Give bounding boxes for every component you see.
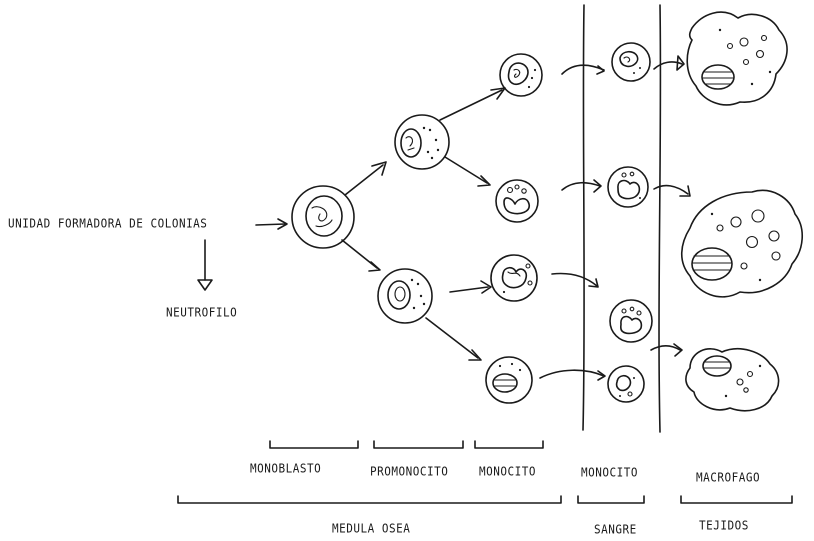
label-neutrofilo: NEUTROFILO bbox=[166, 305, 238, 320]
promonocyte-cell-top bbox=[394, 114, 450, 170]
monocyte-cell-blood-3 bbox=[609, 299, 653, 343]
arrow-promono-top-to-mono-2 bbox=[444, 156, 491, 187]
promonocyte-cell-bottom bbox=[377, 268, 433, 324]
monocyte-cell-marrow-4 bbox=[485, 356, 533, 404]
arrow-marrow-to-blood-4 bbox=[539, 369, 606, 381]
bracket-macrofago bbox=[680, 495, 793, 504]
monocyte-cell-blood-4 bbox=[607, 365, 645, 403]
arrow-marrow-to-blood-2 bbox=[561, 179, 602, 193]
label-tejidos: TEJIDOS bbox=[699, 518, 749, 533]
arrow-promono-top-to-mono-1 bbox=[439, 87, 506, 121]
macrophage-cell-2 bbox=[680, 189, 803, 298]
bracket-medula-osea bbox=[177, 495, 562, 504]
arrow-ufc-to-neutrofilo bbox=[197, 239, 213, 291]
monocyte-cell-marrow-2 bbox=[495, 179, 539, 223]
vessel-wall-left bbox=[582, 4, 585, 431]
monoblast-cell bbox=[291, 185, 355, 249]
monocyte-cell-marrow-1 bbox=[499, 53, 543, 97]
label-monocito-medula: MONOCITO bbox=[479, 464, 536, 479]
arrow-blood-to-tissue-3 bbox=[650, 343, 683, 357]
vessel-wall-right bbox=[658, 4, 662, 433]
bracket-monoblasto bbox=[269, 440, 359, 449]
arrow-promono-bottom-to-mono-4 bbox=[425, 317, 482, 361]
arrow-monoblast-to-promonocyte-bottom bbox=[341, 239, 381, 272]
bracket-monocito-medula bbox=[474, 440, 544, 449]
macrophage-cell-1 bbox=[686, 11, 788, 106]
monocyte-cell-marrow-3 bbox=[490, 254, 538, 302]
label-monocito-sangre: MONOCITO bbox=[581, 465, 638, 480]
label-macrofago: MACROFAGO bbox=[696, 470, 761, 485]
label-medula-osea: MEDULA OSEA bbox=[332, 521, 411, 536]
monocyte-cell-blood-1 bbox=[611, 42, 651, 82]
arrow-marrow-to-blood-1 bbox=[561, 64, 605, 75]
label-ufc: UNIDAD FORMADORA DE COLONIAS bbox=[8, 216, 208, 231]
label-promonocito: PROMONOCITO bbox=[370, 464, 449, 479]
arrow-blood-to-tissue-1 bbox=[653, 55, 685, 71]
macrophage-cell-3 bbox=[685, 348, 780, 412]
arrow-ufc-to-monoblast bbox=[255, 218, 288, 230]
label-monoblasto: MONOBLASTO bbox=[250, 461, 322, 476]
arrow-marrow-to-blood-3 bbox=[551, 272, 599, 288]
bracket-promonocito bbox=[373, 440, 464, 449]
label-sangre: SANGRE bbox=[594, 522, 637, 537]
arrow-blood-to-tissue-2 bbox=[653, 184, 691, 197]
arrow-promono-bottom-to-mono-3 bbox=[449, 280, 492, 294]
bracket-monocito-sangre bbox=[577, 495, 645, 504]
arrow-monoblast-to-promonocyte-top bbox=[344, 161, 387, 196]
monocyte-cell-blood-2 bbox=[607, 166, 649, 208]
